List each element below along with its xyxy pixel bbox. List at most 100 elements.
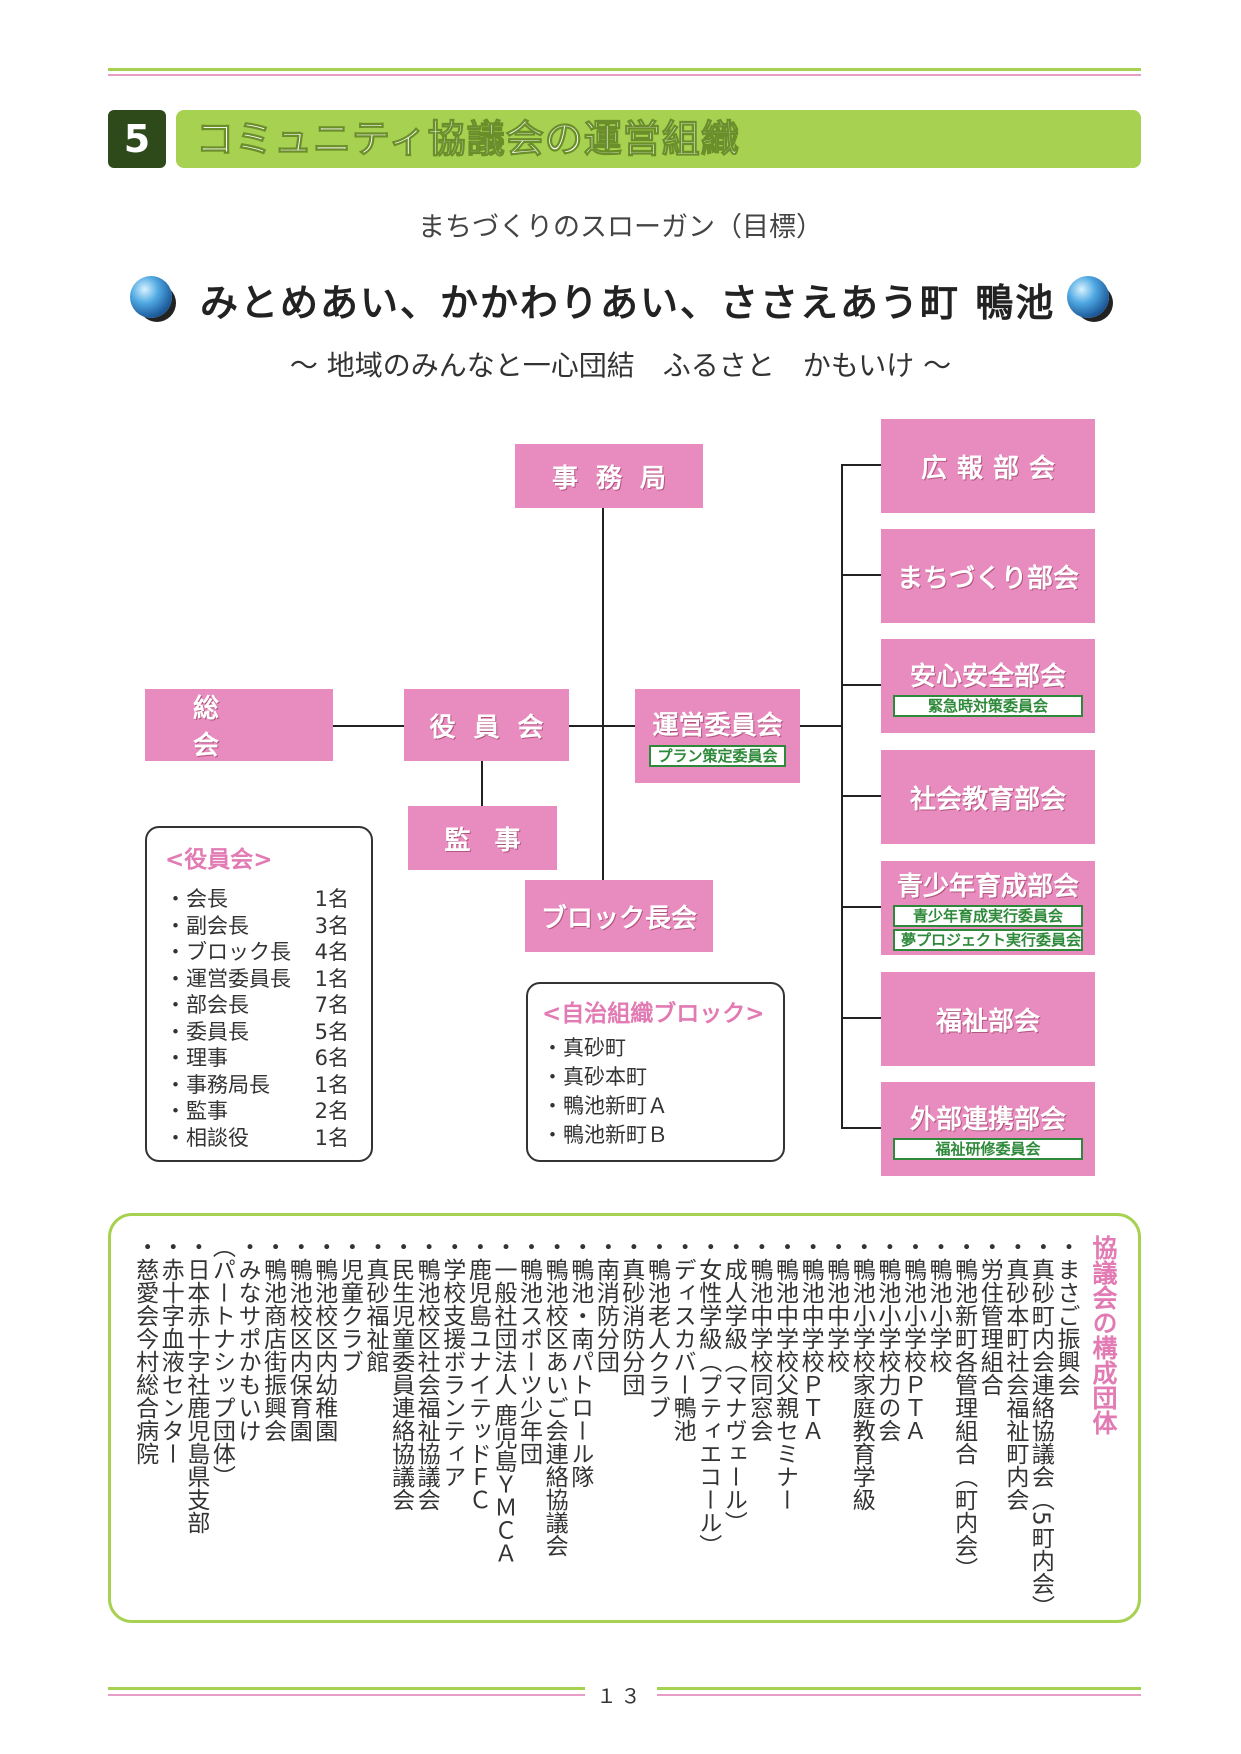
member-item: ・鴨池中学校 [822,1235,849,1373]
officer-row: ・相談役 1名 [165,1125,349,1152]
officer-count: 3名 [314,913,349,938]
bukai-label: まちづくり部会 [896,563,1079,594]
bukai-box: 青少年育成部会青少年育成実行委員会夢プロジェクト実行委員会 [881,861,1095,955]
member-item: ・みなサポかもいけ [234,1235,260,1442]
officer-role: ・運営委員長 [165,966,291,991]
blocks-title: <自治組織ブロック> [542,1001,765,1027]
bukai-label: 安心安全部会 [909,661,1066,692]
member-item: ・日本赤十字社鹿児島県支部 [182,1235,209,1534]
block-item: ・真砂本町 [542,1065,647,1089]
bukai-label: 社会教育部会 [909,784,1066,815]
officer-count: 1名 [314,966,349,991]
bukai-box: 安心安全部会緊急時対策委員会 [881,639,1095,733]
slogan-main: みとめあい、かかわりあい、ささえあう町 鴨池 [200,281,1056,325]
members-frame [108,1213,1141,1623]
officer-count: 2名 [314,1099,349,1123]
connector-line [841,906,881,908]
officer-row: ・部会長 7名 [165,992,349,1019]
officer-role: ・ブロック長 [165,940,291,964]
blue-ball-icon [130,276,172,318]
officer-role: ・部会長 [165,993,249,1017]
blue-ball-icon [1067,276,1109,318]
connector-line [602,508,604,880]
top-rule-pink [108,74,1141,76]
connector-line [841,1017,881,1019]
bukai-box: 福祉部会 [881,972,1095,1066]
connector-line [481,760,483,806]
members-title: 協議会の構成団体 [1089,1235,1118,1435]
officer-role: ・委員長 [165,1019,249,1044]
slogan-sub: ～ 地域のみんなと一心団結 ふるさと かもいけ ～ [289,349,952,382]
jimukyoku-box: 事務局 [515,444,703,508]
bukai-label: 青少年育成部会 [896,871,1079,902]
yakuinkai-box: 役員会 [404,689,569,761]
member-item: ・真砂消防分団 [617,1235,644,1396]
bukai-sub-tag: 夢プロジェクト実行委員会 [893,928,1083,951]
member-item: ・鴨池小学校家庭教育学級 [848,1235,875,1511]
connector-line [841,464,881,466]
uneiiinkai-sub-tag: プラン策定委員会 [649,745,786,767]
top-rule-green [108,68,1141,71]
member-item: ・鴨池小学校力の会 [873,1235,900,1442]
member-item: ・鴨池老人クラブ [643,1235,670,1419]
officer-count: 1名 [314,887,349,911]
officer-row: ・ブロック長 4名 [165,939,349,966]
officer-row: ・会長 1名 [165,886,349,913]
block-item: ・真砂町 [542,1036,626,1060]
connector-line [841,684,881,686]
member-item: ・鴨池スポーツ少年団 [515,1235,542,1465]
member-item: ・鴨池中学校同窓会 [745,1235,772,1442]
officer-role: ・相談役 [165,1125,249,1150]
connector-line [841,795,881,797]
blocks-list: ・真砂町・真砂本町・鴨池新町Ａ・鴨池新町Ｂ [542,1034,769,1150]
section-title: コミュニティ協議会の運営組織 [196,117,740,162]
member-item: ・真砂町内会連絡協議会（5町内会） [1027,1235,1054,1618]
yakuinkai-label: 役員会 [429,712,562,743]
block-chokai-box: ブロック長会 [525,880,713,952]
member-item: ・南消防分団 [592,1235,619,1373]
officer-count: 1名 [314,1125,349,1150]
section-title-bar: コミュニティ協議会の運営組織 [176,110,1141,168]
page-number: １３ [596,1684,645,1708]
officer-row: ・運営委員長 1名 [165,966,349,993]
officer-count: 7名 [314,993,349,1017]
blocks-box: <自治組織ブロック> ・真砂町・真砂本町・鴨池新町Ａ・鴨池新町Ｂ [526,982,785,1162]
officer-count: 6名 [314,1046,349,1070]
bukai-sub-tag: 青少年育成実行委員会 [893,904,1083,927]
kanji-box: 監事 [408,806,557,870]
member-item: ・学校支援ボランティア [438,1235,465,1488]
officer-role: ・理事 [165,1046,228,1070]
member-item: ・鴨池商店街振興会 [259,1235,286,1442]
member-item: ・鴨池校区あいご会連絡協議会 [541,1235,568,1557]
member-item: ・ディスカバー鴨池 [669,1235,696,1442]
member-item: ・まさご振興会 [1053,1235,1079,1396]
page-number-bg [585,1683,657,1709]
member-item: ・一般社団法人 鹿児島ＹＭＣＡ [489,1235,516,1565]
officer-role: ・会長 [165,887,228,911]
member-item: ・鴨池小学校 [925,1235,952,1373]
members-list: 協議会の構成団体 ・まさご振興会・真砂町内会連絡協議会（5町内会）・真砂本町社会… [131,1235,1118,1618]
uneiiinkai-label: 運営委員会 [652,711,783,741]
member-item: ・民生児童委員連絡協議会 [387,1235,414,1511]
officers-title: <役員会> [165,847,273,873]
slogan-label: まちづくりのスローガン（目標） [418,212,823,243]
member-item: ・児童クラブ [336,1235,363,1373]
member-item: ・女性学級（プティエコール） [694,1235,721,1557]
bukai-box: 外部連携部会福祉研修委員会 [881,1082,1095,1176]
officer-count: 4名 [314,940,349,964]
member-item: ・慈愛会今村総合病院 [131,1235,158,1465]
member-item: ・鴨池・南パトロール隊 [566,1235,593,1488]
member-item: ・鴨池校区内保育園 [285,1235,312,1442]
bukai-label: 広報部会 [920,453,1065,484]
member-item: ・真砂福祉館 [361,1235,388,1373]
connector-line [841,1127,881,1129]
bukai-sub-tag: 福祉研修委員会 [893,1137,1083,1160]
bukai-box: 広報部会 [881,419,1095,513]
officer-row: ・理事 6名 [165,1045,349,1072]
jimukyoku-label: 事務局 [551,463,684,494]
bukai-label: 福祉部会 [935,1006,1040,1037]
